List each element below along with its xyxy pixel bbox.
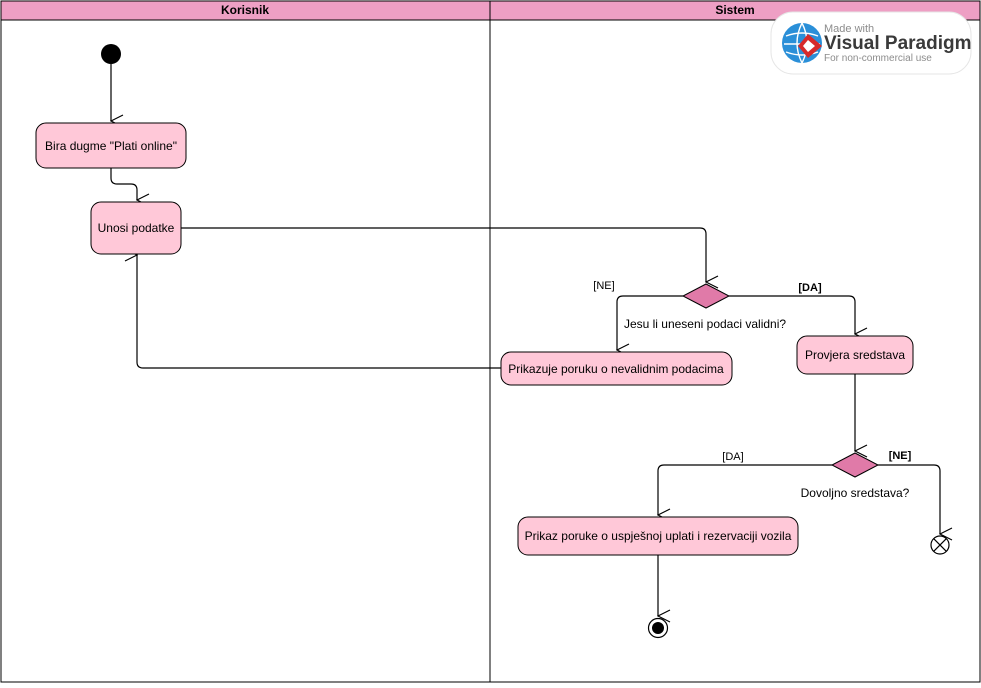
edge-decision-ne [617,295,683,350]
decision-validni: Jesu li uneseni podaci validni? [624,283,786,331]
action-provjera-sredstava: Provjera sredstava [796,335,914,375]
watermark-brand: Visual Paradigm [824,33,972,54]
action-label: Bira dugme "Plati online" [45,139,177,153]
action-label: Unosi podatke [98,221,175,235]
decision-label: Jesu li uneseni podaci validni? [624,317,786,331]
action-prikazuje-poruku: Prikazuje poruku o nevalidnim podacima [500,351,733,386]
action-unosi-podatke: Unosi podatke [90,201,182,255]
swimlane-korisnik: Korisnik [0,0,491,683]
decision-sredstva: Dovoljno sredstava? [801,452,910,500]
watermark-made-with: Made with [824,23,874,35]
guard-sredstva-da: [DA] [722,451,743,463]
lane-title-sistem: Sistem [715,3,754,17]
edge-sredstva-da [658,464,832,515]
action-bira-dugme: Bira dugme "Plati online" [35,122,187,169]
edge-unosi-to-decision [181,227,706,282]
edge-decision-da [729,295,855,334]
edge-sredstva-ne [878,464,940,534]
initial-node [101,44,121,64]
flow-final-node [930,535,950,555]
action-label: Prikaz poruke o uspješnoj uplati i rezer… [525,529,792,543]
guard-validni-ne: [NE] [593,280,614,292]
lane-title-korisnik: Korisnik [221,3,269,17]
visual-paradigm-logo-icon [782,22,822,64]
guard-validni-da: [DA] [798,282,822,294]
edge-nevalidni-to-unosi [137,255,501,369]
activity-final-node [647,617,669,639]
action-label: Prikazuje poruku o nevalidnim podacima [508,362,724,376]
edge-bira-to-unosi [110,168,137,200]
guard-sredstva-ne: [NE] [889,450,912,462]
watermark-note: For non-commercial use [824,53,932,64]
action-label: Provjera sredstava [805,348,905,362]
decision-label: Dovoljno sredstava? [801,486,910,500]
visual-paradigm-watermark: Made with Visual Paradigm For non-commer… [770,11,972,75]
action-prikaz-poruke: Prikaz poruke o uspješnoj uplati i rezer… [517,516,799,556]
